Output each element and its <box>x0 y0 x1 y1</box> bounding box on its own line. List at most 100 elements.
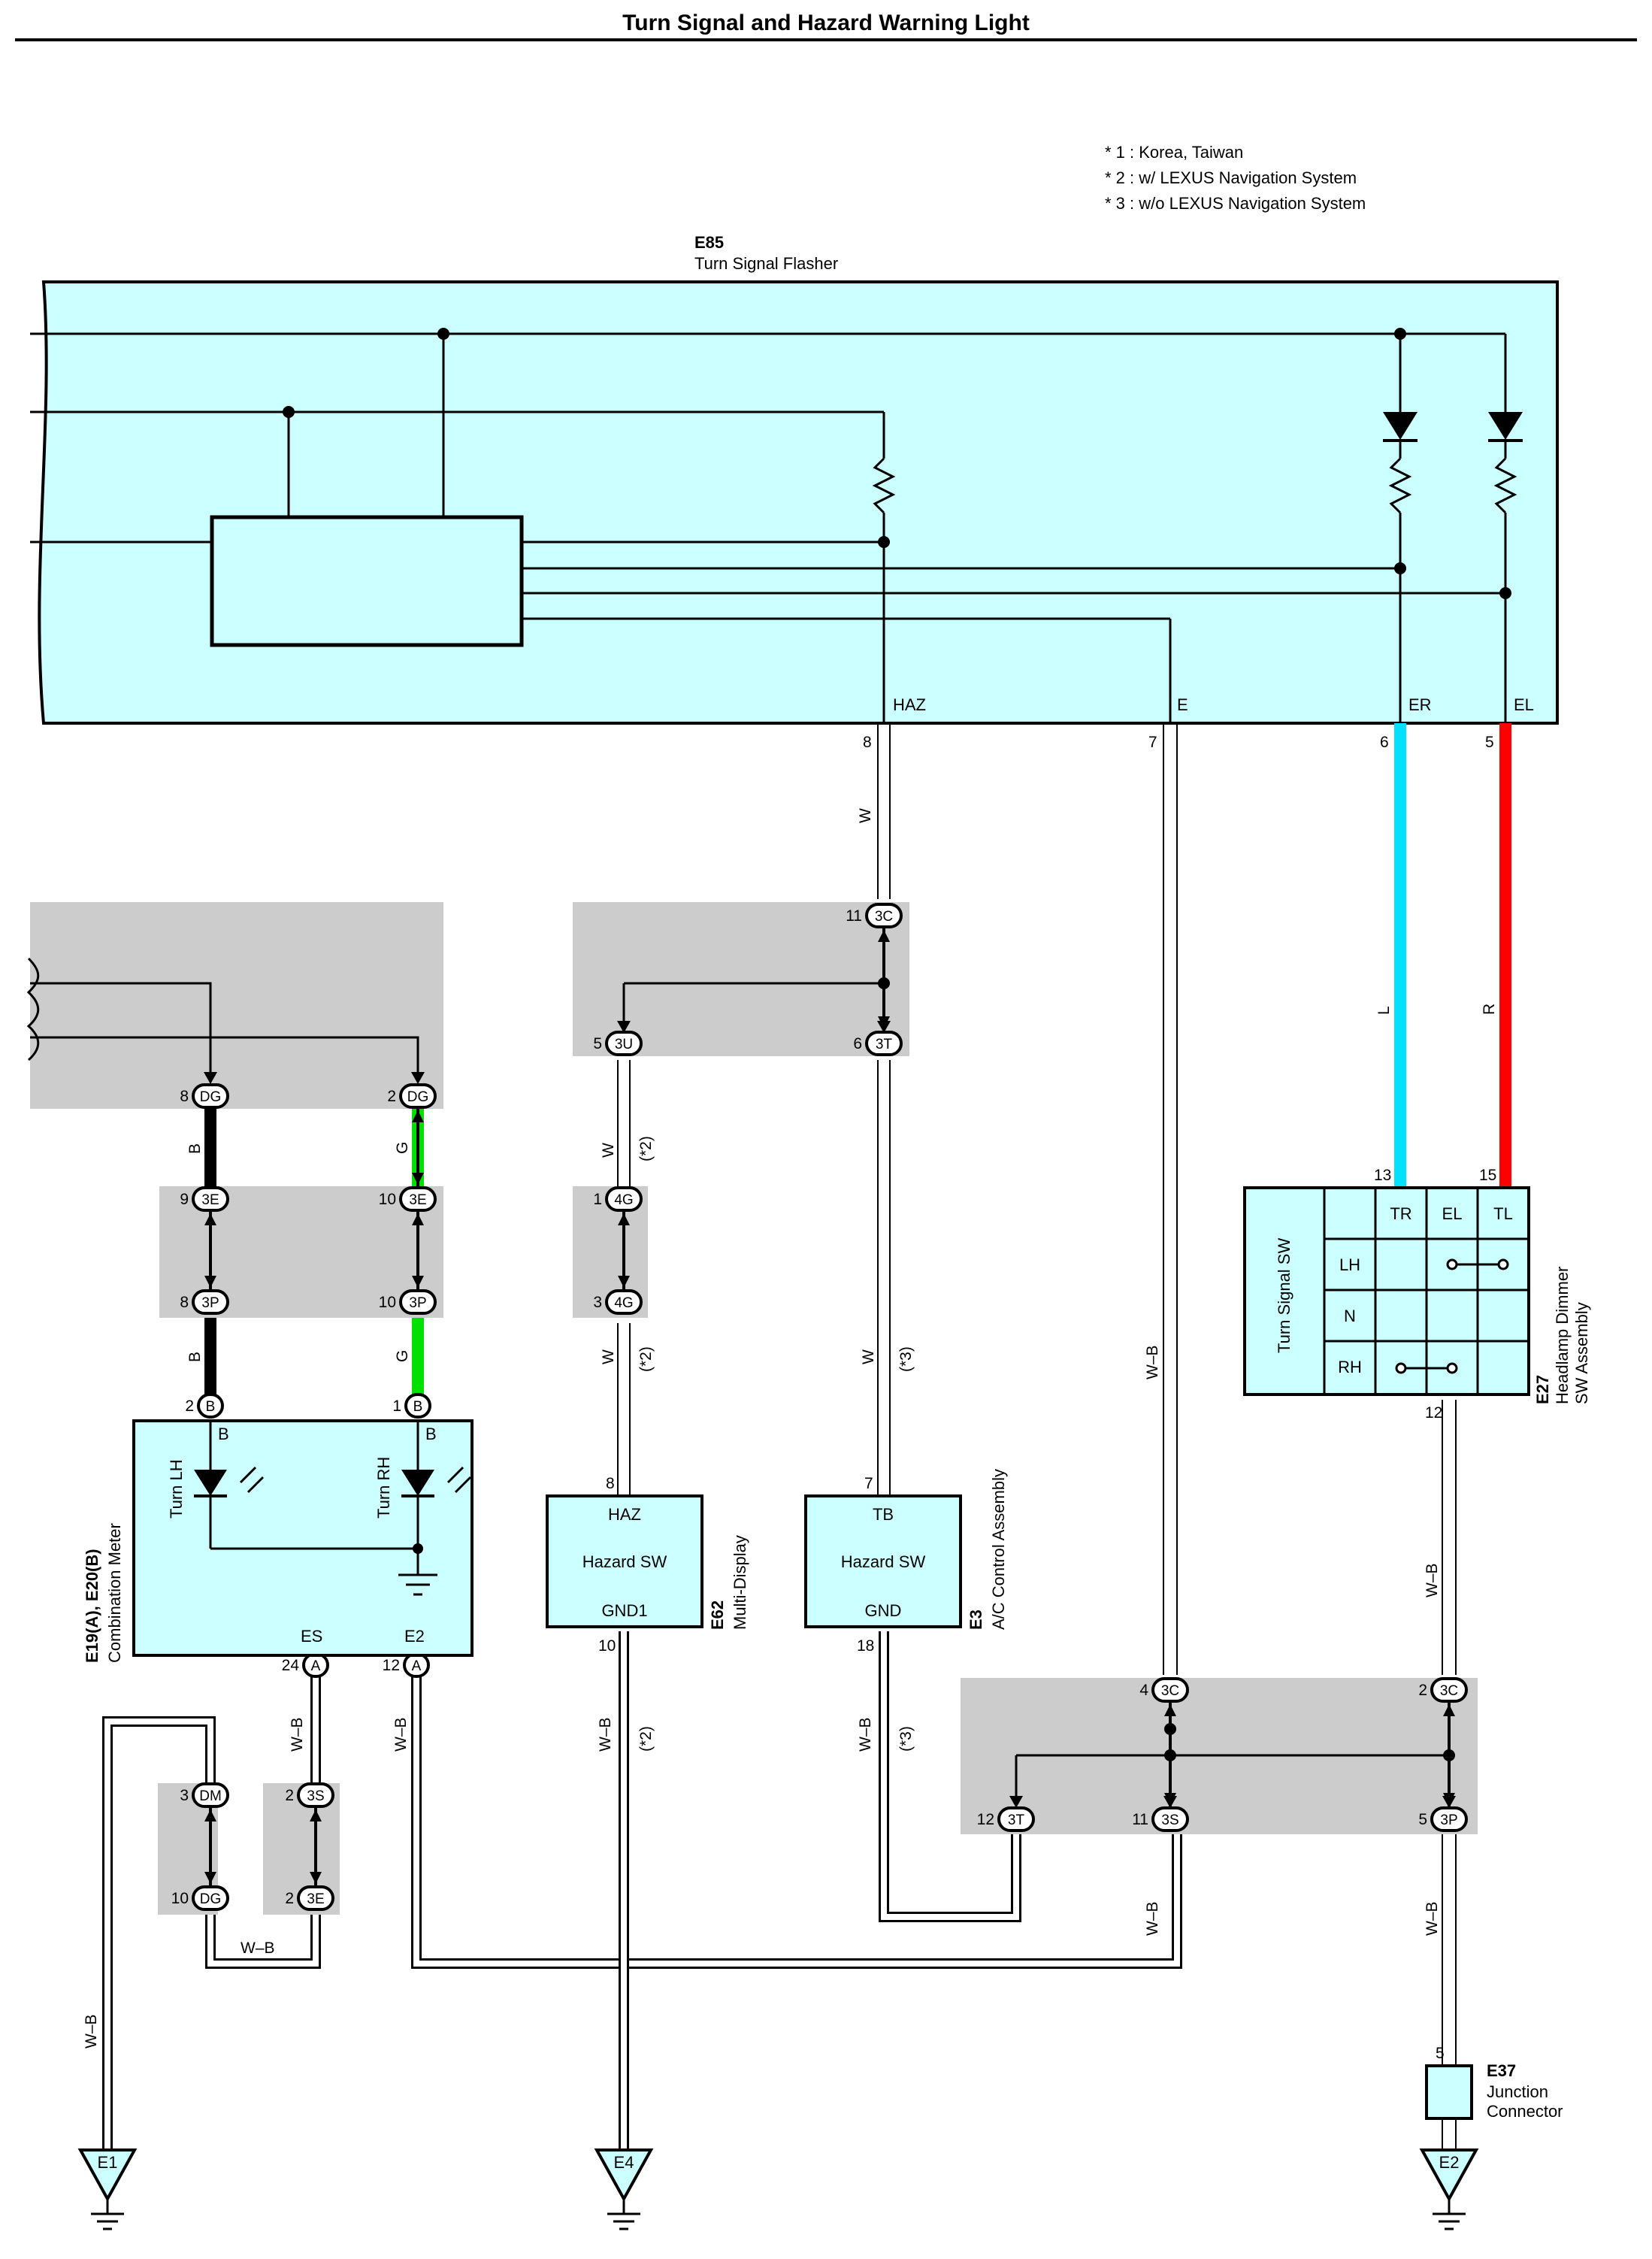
connector-id: 4G <box>614 1192 633 1208</box>
junction-blocks <box>30 902 1478 1915</box>
dimmer-row-n: N <box>1344 1307 1356 1325</box>
note-3: * 3 : w/o LEXUS Navigation System <box>1105 194 1366 213</box>
connector-id: DG <box>200 1891 222 1907</box>
wl-21: (*3) <box>897 1726 915 1752</box>
svg-text:E4: E4 <box>614 2153 634 2172</box>
dimmer-col-tr: TR <box>1390 1204 1411 1223</box>
meter-code: E19(A), E20(B) <box>83 1549 101 1663</box>
pin-ac-gnd: 18 <box>857 1637 874 1655</box>
wl-19: (*2) <box>637 1726 655 1752</box>
wl-13: (*3) <box>897 1346 915 1372</box>
connector-id: B <box>206 1399 216 1415</box>
dimmer-row-lh: LH <box>1339 1255 1360 1274</box>
wl-25: W–B <box>241 1940 275 1957</box>
connector-a-12: A12 <box>383 1652 430 1678</box>
connector-id: 3T <box>1008 1812 1025 1828</box>
ac-control: TB Hazard SW GND E3 A/C Control Assembly <box>804 1469 1008 1630</box>
notes: * 1 : Korea, Taiwan * 2 : w/ LEXUS Navig… <box>1105 143 1366 213</box>
pin-haz: 8 <box>863 734 872 751</box>
jc-name1: Junction <box>1487 2082 1548 2101</box>
wl-11: (*2) <box>637 1346 655 1372</box>
dimmer-row-rh: RH <box>1338 1358 1362 1376</box>
connector-pin: 8 <box>180 1294 189 1311</box>
diode-er <box>1383 412 1418 440</box>
wl-10: W <box>600 1349 617 1364</box>
connector-pin: 3 <box>593 1294 602 1311</box>
combination-meter: B B Turn LH Turn RH ES E2 E19(A), E20(B)… <box>83 1419 474 1663</box>
dimmer-name2: SW Assembly <box>1572 1302 1591 1404</box>
note-2: * 2 : w/ LEXUS Navigation System <box>1105 168 1357 187</box>
connector-pin: 12 <box>977 1811 994 1828</box>
flasher-term-er: ER <box>1408 695 1432 714</box>
connector-pin: 2 <box>185 1397 194 1415</box>
connector-pin: 5 <box>1418 1811 1427 1828</box>
flasher-term-el: EL <box>1514 695 1534 714</box>
wl-23: W–B <box>1424 1901 1441 1936</box>
connector-id: DM <box>199 1788 222 1804</box>
connector-3t-6: 3T6 <box>853 1031 903 1056</box>
pin-dim-13: 13 <box>1374 1167 1391 1184</box>
connector-pin: 2 <box>1418 1682 1427 1699</box>
wl-1: W <box>857 808 874 823</box>
connector-pin: 1 <box>593 1191 602 1208</box>
wire-labels: W L R B G B G W (*2) W (*2) W (*3) W–B W… <box>83 808 1498 2049</box>
lamp-lh-icon <box>194 1470 227 1496</box>
ac-gnd: GND <box>865 1601 902 1620</box>
connector-dg-10: DG 10 <box>171 1885 229 1911</box>
connector-3c-2: 3C 2 <box>1418 1677 1468 1703</box>
connector-id: B <box>413 1399 423 1415</box>
connector-pin: 24 <box>282 1657 300 1674</box>
meter-b-label-1: B <box>218 1425 229 1443</box>
connector-id: 3E <box>201 1192 219 1208</box>
connector-pin: 12 <box>383 1657 400 1674</box>
connector-pin: 2 <box>387 1088 396 1105</box>
ground-e1: E1 <box>77 2148 138 2230</box>
connector-id: 3C <box>875 909 893 925</box>
wl-2: L <box>1375 1006 1393 1015</box>
junction-connector: E37 Junction Connector 5 <box>1425 2045 1563 2121</box>
multi-code: E62 <box>708 1600 727 1630</box>
title-rule <box>15 38 1637 41</box>
pin-er: 6 <box>1380 734 1389 751</box>
lamp-rh-icon <box>401 1470 434 1496</box>
dimmer-col-tl: TL <box>1493 1204 1513 1223</box>
connector-id: A <box>311 1658 321 1674</box>
multi-display: HAZ Hazard SW GND1 E62 Multi-Display <box>546 1494 749 1630</box>
jc-name2: Connector <box>1487 2102 1563 2121</box>
grounds: E1 E4 E2 <box>77 2148 1479 2230</box>
connector-id: DG <box>407 1089 429 1105</box>
jc-pin: 5 <box>1436 2045 1445 2062</box>
connector-3s-2: 3S2 <box>285 1782 334 1808</box>
lamp-lh-label: Turn LH <box>167 1459 186 1519</box>
connector-4g-1: 4G 1 <box>593 1186 643 1212</box>
flasher-code: E85 <box>694 233 724 252</box>
connector-id: DG <box>200 1089 222 1105</box>
wl-15: W–B <box>1424 1563 1441 1597</box>
wl-3: R <box>1481 1004 1498 1015</box>
connector-id: 3C <box>1440 1683 1458 1699</box>
pin-dim-12: 12 <box>1425 1404 1442 1422</box>
connector-id: 3S <box>307 1788 324 1804</box>
wl-24: W–B <box>83 2014 100 2049</box>
diagram-title: Turn Signal and Hazard Warning Light <box>622 11 1030 35</box>
connector-id: 3C <box>1161 1683 1179 1699</box>
wl-8: W <box>600 1143 617 1158</box>
wl-18: W–B <box>597 1717 614 1752</box>
connector-pin: 11 <box>846 907 862 925</box>
connector-3p-8: 3P8 <box>180 1289 229 1315</box>
wl-7: G <box>394 1350 411 1362</box>
dimmer-code: E27 <box>1533 1375 1552 1404</box>
connector-dg-8: DG8 <box>180 1083 229 1109</box>
connector-3u-5: 3U5 <box>593 1031 643 1056</box>
ground-e2: E2 <box>1419 2148 1479 2230</box>
connector-id: 3P <box>409 1295 426 1311</box>
ac-tb: TB <box>873 1505 894 1524</box>
pin-multi-gnd: 10 <box>598 1637 616 1655</box>
turn-signal-flasher: E85 Turn Signal Flasher HAZ E <box>30 233 1559 725</box>
flasher-term-haz: HAZ <box>893 695 926 714</box>
connector-pin: 10 <box>171 1890 189 1907</box>
